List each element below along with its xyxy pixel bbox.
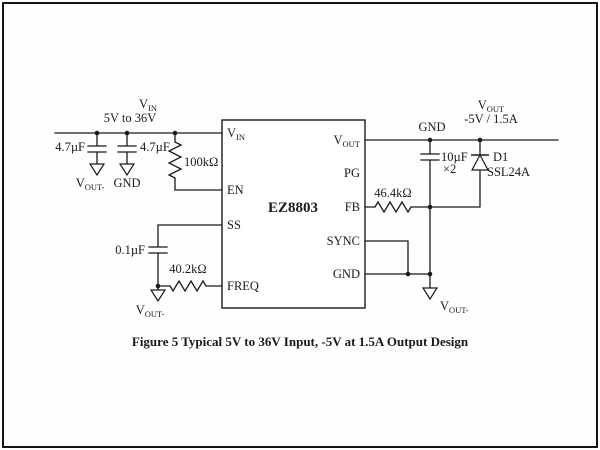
pin-gnd: GND [333,267,360,281]
pin-pg: PG [344,166,360,180]
input-cap1 [87,132,107,165]
output-ground-label: VOUT- [440,299,469,315]
rfb-value: 46.4kΩ [374,186,411,200]
vin-rail-label: VIN [139,97,157,113]
ground-symbol-cin2 [118,163,136,177]
ic-part-number: EZ8803 [268,200,318,216]
resistor-40k [169,279,207,293]
ground-symbol-freq [149,289,167,303]
pin-ss: SS [227,218,241,232]
rfreq-value: 40.2kΩ [169,262,206,276]
resistor-100k [167,141,183,179]
diode-triangle [471,153,489,171]
figure-caption: Figure 5 Typical 5V to 36V Input, -5V at… [132,334,469,349]
resistor-46k [374,200,412,214]
diode-d1 [471,153,489,171]
junction-dots [94,130,483,289]
css-value: 0.1µF [115,243,145,257]
diode-part: SSL24A [487,165,530,179]
ground-symbol-cin1 [88,163,106,177]
soft-start-branch [148,224,223,291]
cout-qty: ×2 [443,162,456,176]
pin-fb: FB [345,200,360,214]
input-cap2 [117,132,137,165]
diode-ref: D1 [493,150,508,164]
cin2-value: 4.7µF [140,140,170,154]
vout-spec-label: -5V / 1.5A [464,112,518,126]
sync-branch-wire [364,240,409,275]
freq-ground-label: VOUT- [136,303,165,319]
pin-vin: VIN [227,126,245,142]
vout-rail-label: VOUT [478,98,505,114]
cin1-value: 4.7µF [55,140,85,154]
pin-sync: SYNC [327,234,360,248]
ic-body [221,119,366,309]
pin-vout: VOUT [333,133,360,149]
output-cap-branch [420,139,440,289]
vin-range-label: 5V to 36V [104,111,157,125]
cout-value: 10µF [441,150,468,164]
pin-en: EN [227,183,244,197]
cin1-ground-label: VOUT- [76,176,105,192]
diode-branch-wire [429,139,481,208]
ren-value: 100kΩ [184,155,218,169]
ground-symbol-output [421,287,439,301]
pin-freq: FREQ [227,279,259,293]
output-gnd-rail-label: GND [418,120,445,134]
cin2-ground-label: GND [113,176,140,190]
